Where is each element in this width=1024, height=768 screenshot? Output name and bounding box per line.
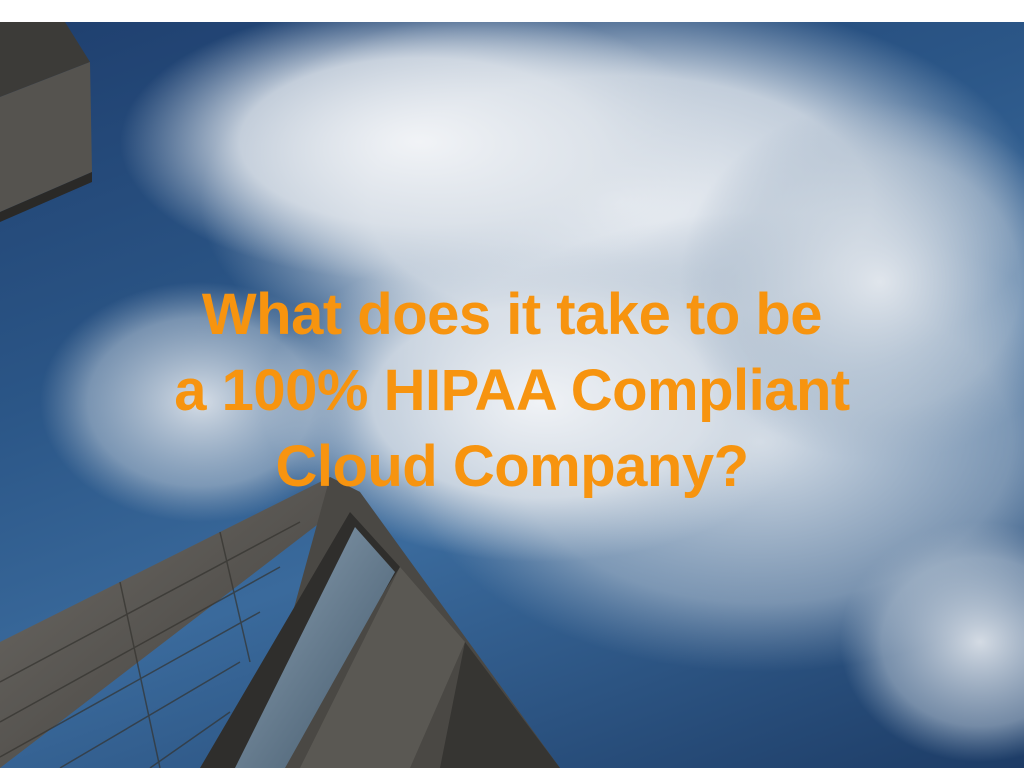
cloud-shape — [260, 242, 820, 562]
building-panel-lines — [0, 521, 301, 768]
building-top-left — [0, 22, 90, 97]
headline: What does it take to be a 100% HIPAA Com… — [0, 277, 1024, 505]
cloud-shape — [680, 102, 1024, 462]
headline-line-3: Cloud Company? — [275, 434, 749, 499]
headline-line-1: What does it take to be — [201, 282, 823, 347]
cloud-shape — [840, 522, 1024, 762]
building-column — [300, 567, 465, 768]
building-top-left-facade — [0, 62, 92, 212]
hero-background-photo: What does it take to be a 100% HIPAA Com… — [0, 22, 1024, 768]
building-lower-side — [440, 642, 560, 768]
headline-line-2: a 100% HIPAA Compliant — [174, 358, 850, 423]
building-window-glass — [235, 527, 395, 768]
sky-building-image — [0, 22, 1024, 768]
building-top-left-edge — [0, 172, 92, 222]
cloud-shape — [40, 282, 360, 522]
cloud-shape — [120, 22, 720, 282]
